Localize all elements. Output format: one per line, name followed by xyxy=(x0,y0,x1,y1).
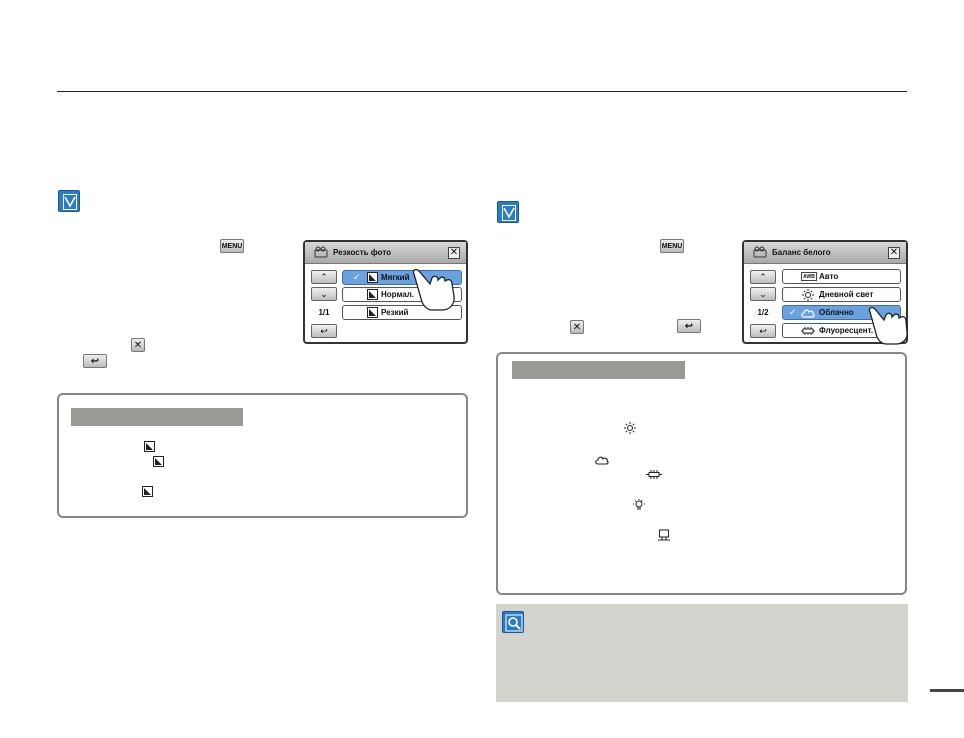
option-label: Мягкий xyxy=(381,273,410,282)
checkmark-icon xyxy=(497,201,519,223)
touch-hand-icon xyxy=(412,268,455,311)
close-button-icon: ✕ xyxy=(570,320,584,334)
custom-wb-icon xyxy=(658,529,670,541)
camera-icon xyxy=(314,246,328,260)
info-box-header xyxy=(512,361,685,379)
option-daylight[interactable]: Дневной свет xyxy=(782,287,901,302)
note-box xyxy=(496,604,908,702)
scroll-up-button[interactable]: ⌃ xyxy=(311,270,337,284)
page-indicator: 1/1 xyxy=(318,308,330,317)
page-marker xyxy=(930,689,964,692)
selected-check-icon: ✓ xyxy=(353,272,361,282)
sun-icon xyxy=(801,288,815,301)
close-button-icon: ✕ xyxy=(131,338,145,352)
header-rule xyxy=(57,91,907,92)
white-balance-menu-screen: Баланс белого ✕ ⌃ ⌄ 1/2 ↩ AWB Авто Дневн… xyxy=(742,240,908,344)
scroll-up-button[interactable]: ⌃ xyxy=(750,270,776,284)
checkmark-icon xyxy=(58,190,80,212)
cloud-icon xyxy=(594,454,610,466)
selected-check-icon: ✓ xyxy=(789,307,797,317)
option-label: Облачно xyxy=(819,308,854,317)
left-info-box xyxy=(57,393,468,518)
screen-title: Баланс белого xyxy=(744,242,906,264)
screen-title: Резкость фото xyxy=(305,242,466,264)
back-button-icon: ↩ xyxy=(83,354,107,368)
back-button-icon: ↩ xyxy=(677,319,701,333)
option-label: Дневной свет xyxy=(819,290,874,299)
sharpness-sharp-icon xyxy=(141,485,153,497)
sharpness-soft-icon xyxy=(365,272,379,283)
option-auto[interactable]: AWB Авто xyxy=(782,269,901,284)
page-indicator: 1/2 xyxy=(757,308,769,317)
screen-close-button[interactable]: ✕ xyxy=(448,247,460,259)
screen-close-button[interactable]: ✕ xyxy=(888,247,900,259)
sharpness-menu-screen: Резкость фото ✕ ⌃ ⌄ 1/1 ↩ ✓ Мягкий Норма… xyxy=(303,240,468,344)
option-fluorescent[interactable]: Флуоресцент. xyxy=(782,323,901,338)
sun-icon xyxy=(624,422,636,434)
sharpness-soft-icon xyxy=(143,440,155,452)
menu-button-icon: MENU xyxy=(220,239,244,253)
sharpness-normal-icon xyxy=(152,455,164,467)
touch-hand-icon xyxy=(868,306,908,345)
magnifier-icon xyxy=(502,611,524,633)
screen-back-button[interactable]: ↩ xyxy=(750,324,776,338)
sharpness-sharp-icon xyxy=(365,307,379,318)
cloud-icon xyxy=(801,307,815,318)
option-label: Резкий xyxy=(381,308,409,317)
scroll-down-button[interactable]: ⌄ xyxy=(311,287,337,301)
info-box-header xyxy=(71,408,243,426)
screen-title-text: Баланс белого xyxy=(772,248,831,257)
scroll-down-button[interactable]: ⌄ xyxy=(750,287,776,301)
tungsten-icon xyxy=(633,499,645,511)
fluorescent-icon xyxy=(801,325,815,336)
option-label: Авто xyxy=(819,272,839,281)
sharpness-normal-icon xyxy=(365,289,379,300)
option-label: Флуоресцент. xyxy=(819,326,874,335)
fluorescent-icon xyxy=(645,468,663,480)
awb-icon: AWB xyxy=(801,272,817,281)
screen-back-button[interactable]: ↩ xyxy=(311,324,337,338)
screen-title-text: Резкость фото xyxy=(333,248,392,257)
menu-button-icon: MENU xyxy=(660,239,684,253)
camera-icon xyxy=(753,246,767,260)
right-info-box xyxy=(496,352,907,595)
option-label: Нормал. xyxy=(381,290,415,299)
